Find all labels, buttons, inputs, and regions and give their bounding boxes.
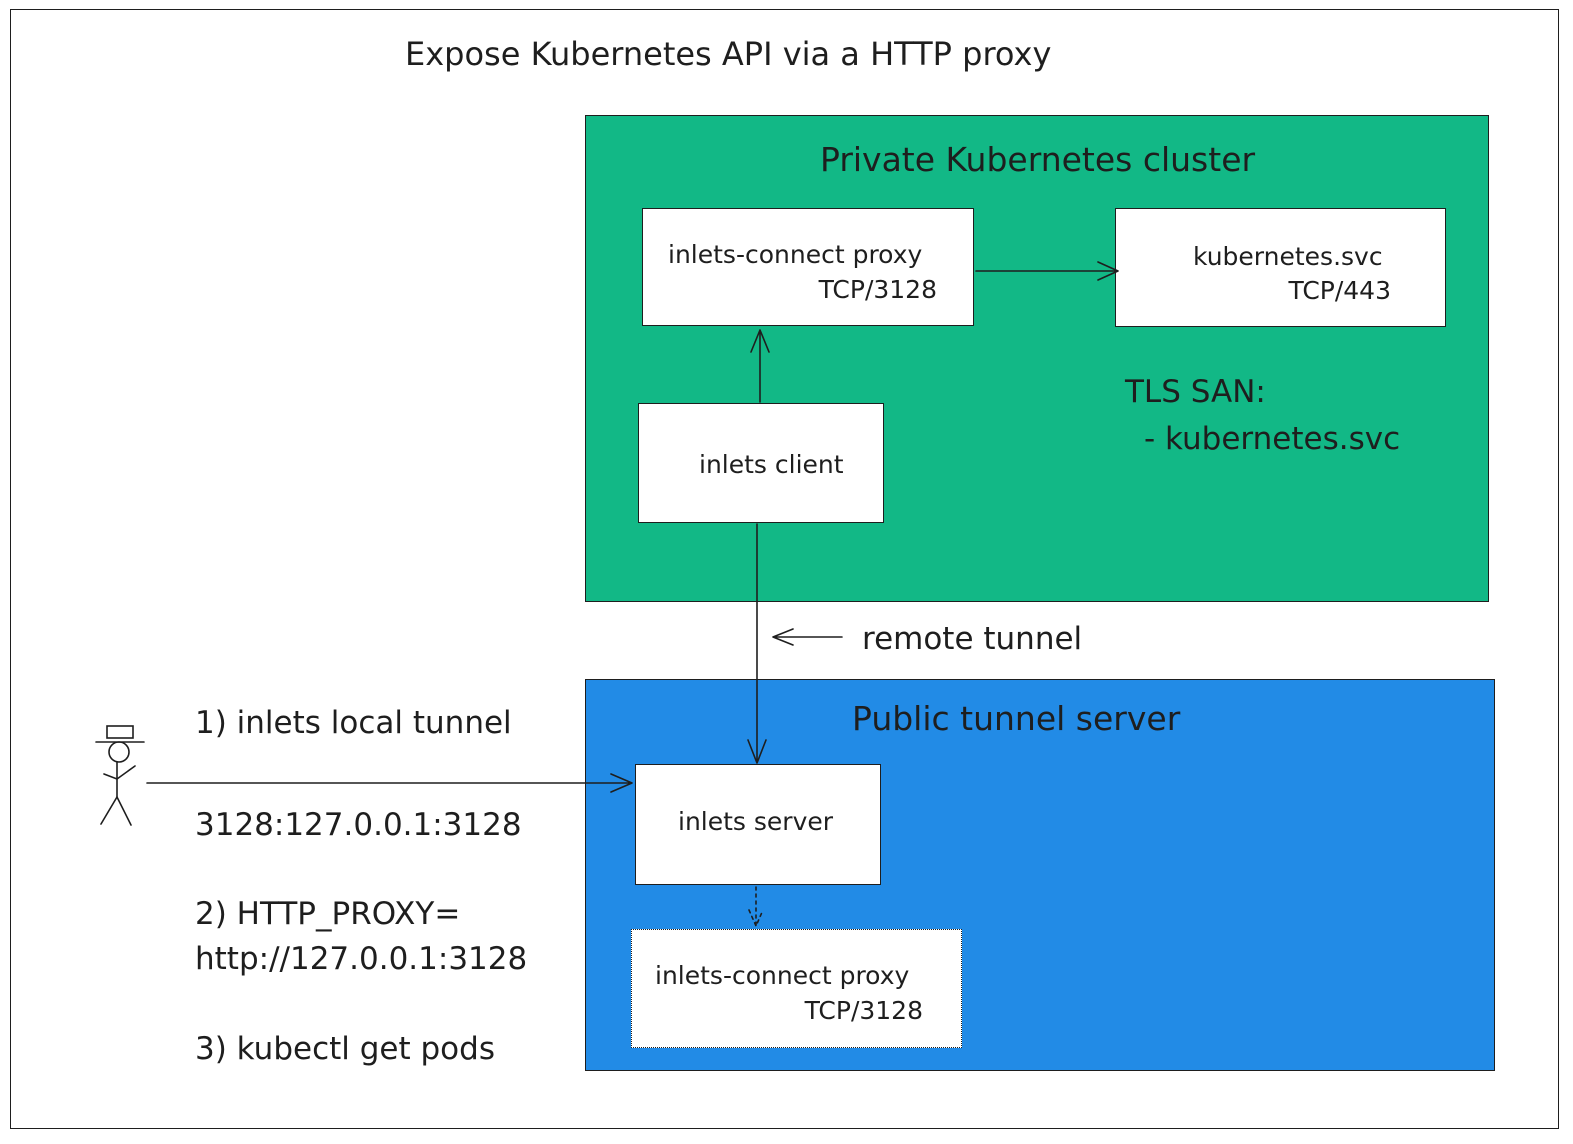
cluster-connect-proxy-port: TCP/3128 — [818, 275, 937, 304]
arrow-client-to-proxy — [750, 329, 770, 403]
private-cluster-label: Private Kubernetes cluster — [820, 140, 1256, 179]
cluster-connect-proxy-name: inlets-connect proxy — [668, 240, 923, 269]
server-connect-proxy-box — [631, 929, 962, 1048]
arrow-proxy-to-kubernetes-svc — [975, 261, 1119, 281]
remote-tunnel-direction-arrow — [772, 628, 843, 646]
step-3-label: 3) kubectl get pods — [195, 1031, 495, 1067]
diagram-frame — [10, 9, 1559, 1129]
tls-san-entry: - kubernetes.svc — [1144, 421, 1401, 457]
server-connect-proxy-port: TCP/3128 — [804, 996, 923, 1025]
step-1-label: 1) inlets local tunnel — [195, 705, 512, 741]
tls-san-heading: TLS SAN: — [1125, 374, 1266, 410]
step-1-mapping: 3128:127.0.0.1:3128 — [195, 807, 522, 843]
server-connect-proxy-name: inlets-connect proxy — [655, 961, 910, 990]
arrow-server-to-proxy — [748, 886, 764, 927]
inlets-client-box — [638, 403, 884, 523]
inlets-server-name: inlets server — [678, 807, 834, 836]
arrow-user-to-server — [146, 773, 633, 793]
kubernetes-svc-box — [1115, 208, 1446, 327]
cluster-connect-proxy-box — [642, 208, 974, 326]
arrow-remote-tunnel — [747, 523, 767, 764]
public-server-label: Public tunnel server — [852, 699, 1181, 738]
step-2-line-1: 2) HTTP_PROXY= — [195, 896, 461, 932]
stick-figure-with-hat-icon — [95, 725, 145, 826]
step-2-line-2: http://127.0.0.1:3128 — [195, 941, 528, 977]
remote-tunnel-label: remote tunnel — [862, 621, 1083, 657]
diagram-title: Expose Kubernetes API via a HTTP proxy — [405, 35, 1052, 73]
kubernetes-svc-name: kubernetes.svc — [1193, 242, 1383, 271]
inlets-client-name: inlets client — [699, 450, 844, 479]
inlets-server-box — [635, 764, 881, 885]
kubernetes-svc-port: TCP/443 — [1288, 276, 1391, 305]
